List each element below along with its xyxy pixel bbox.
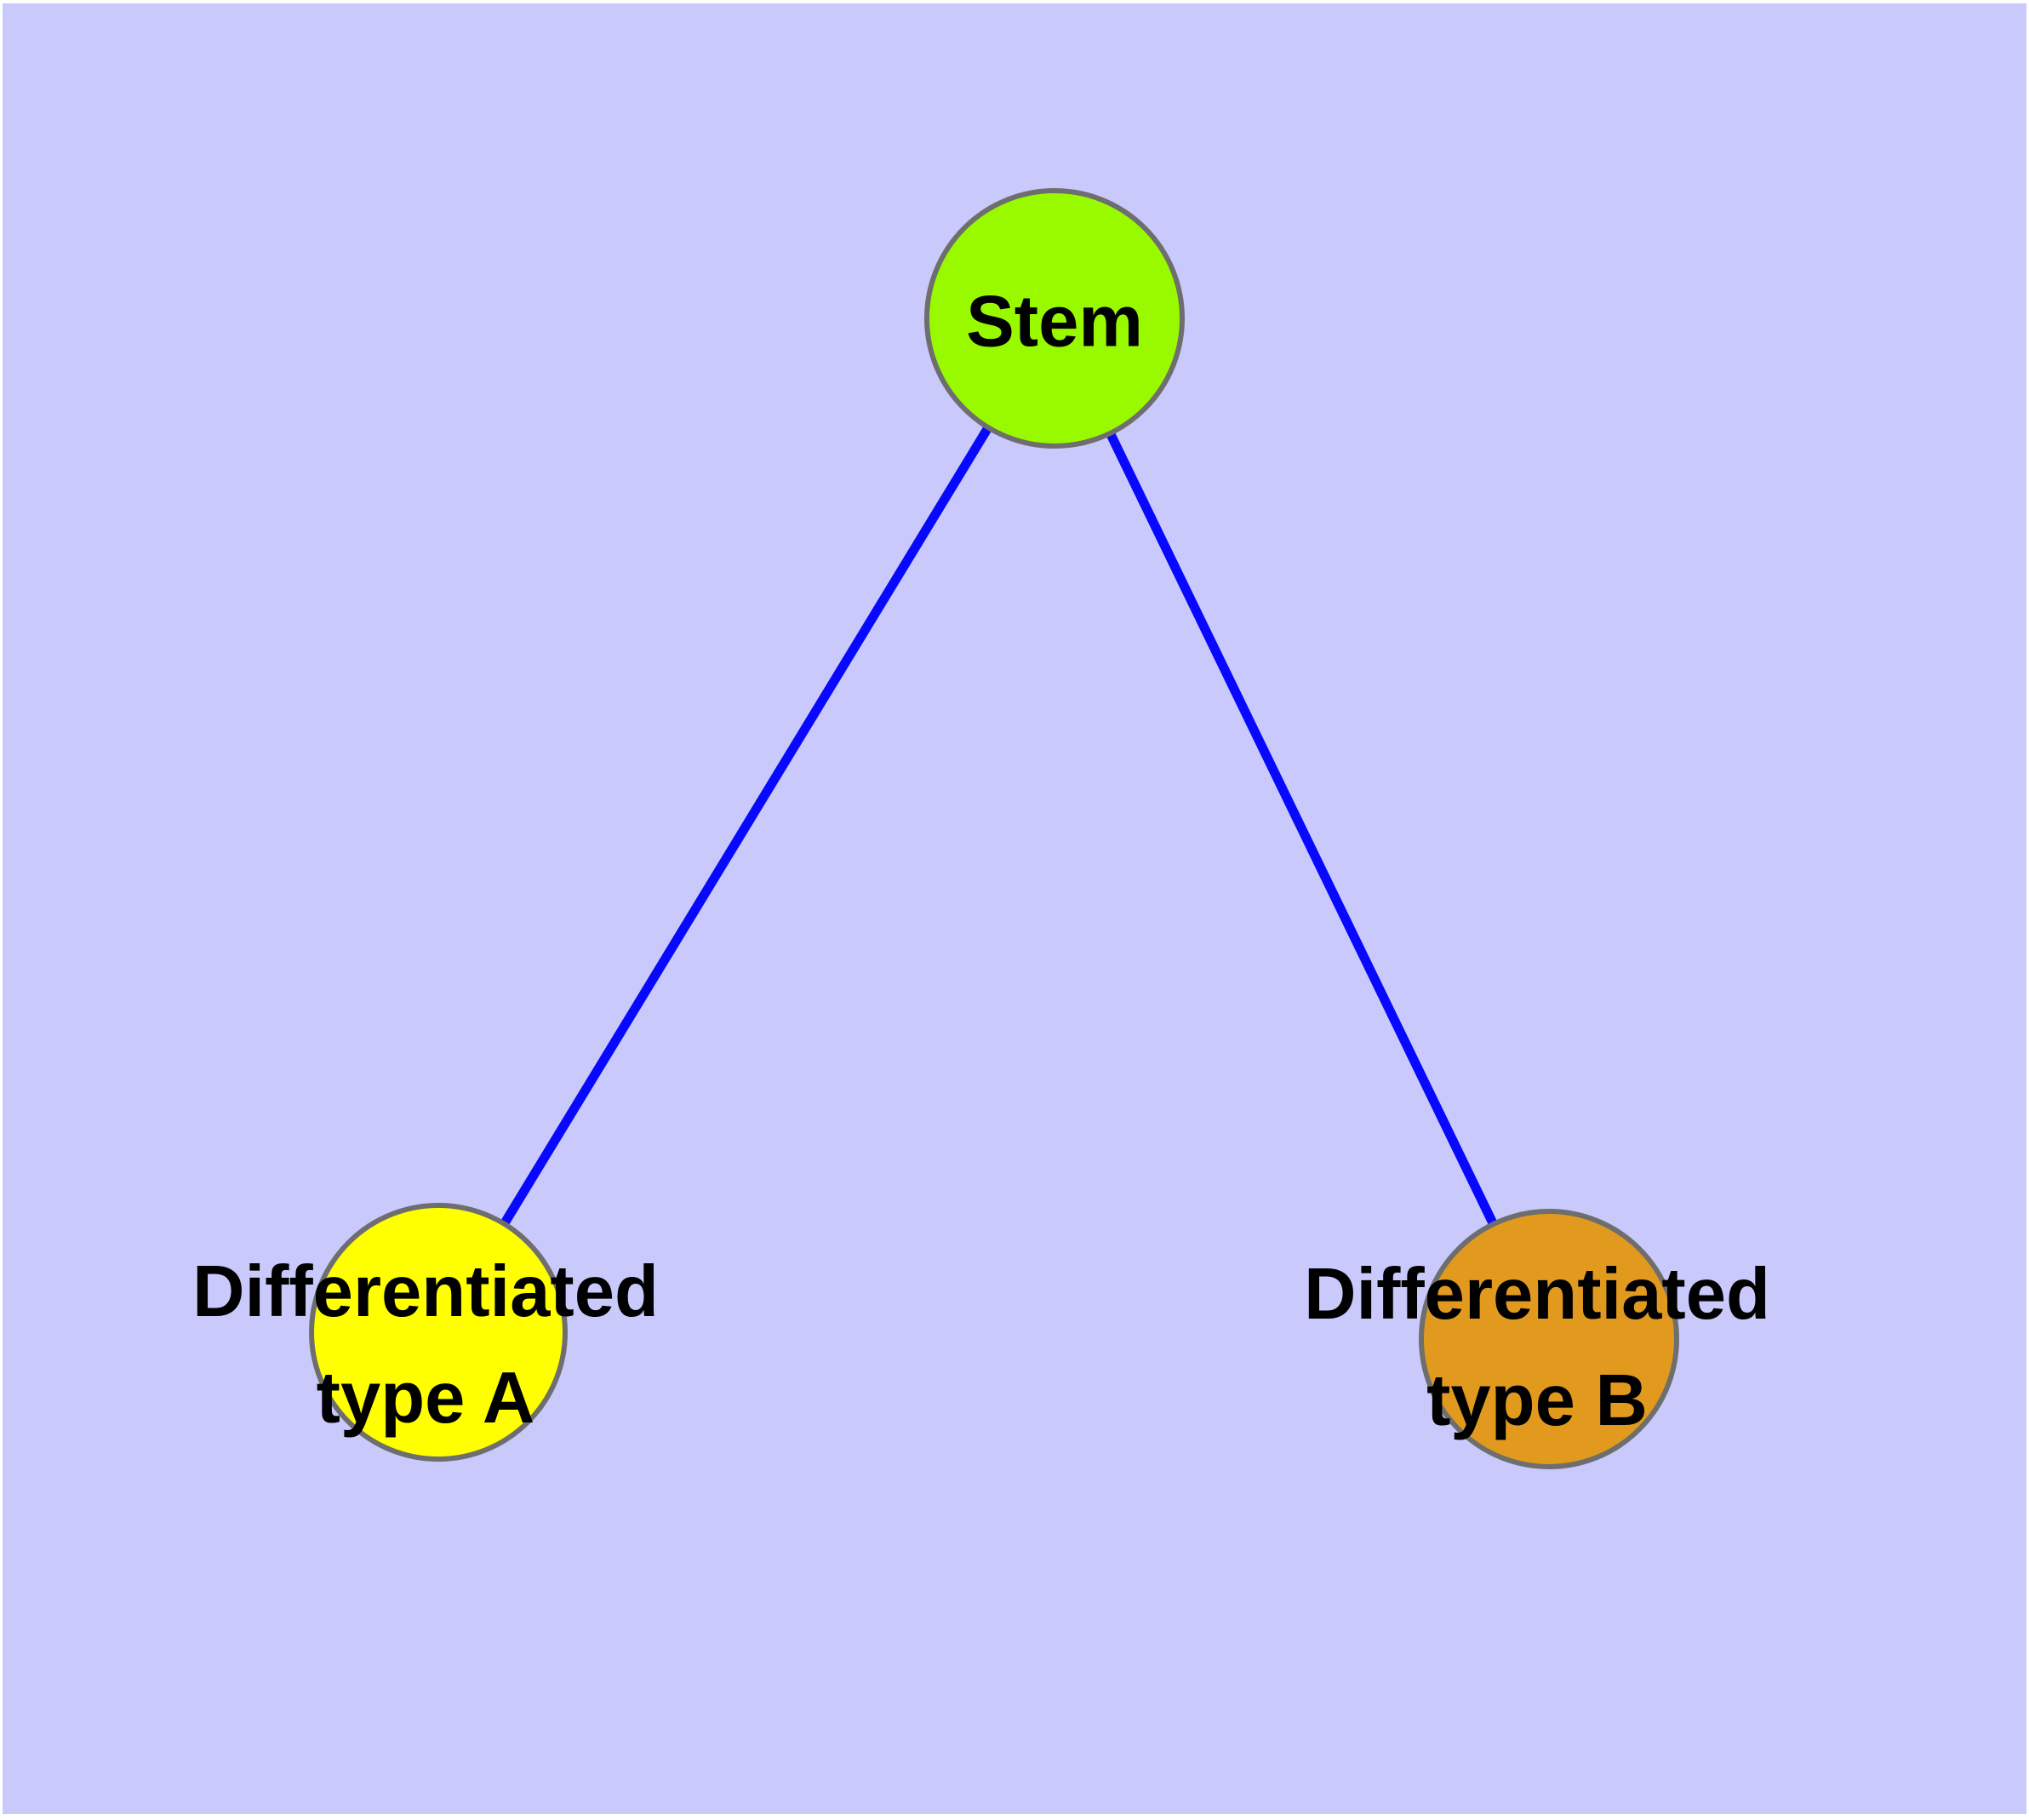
- edge-stem-to-type-b: [1050, 316, 1553, 1342]
- node-type-a-label: Differentiated type A: [192, 1239, 659, 1451]
- node-differentiated-type-a: [309, 1203, 568, 1462]
- node-stem: [924, 188, 1185, 449]
- node-differentiated-type-b: [1419, 1209, 1679, 1469]
- node-label-line: type A: [316, 1358, 535, 1439]
- node-label-line: Stem: [966, 281, 1143, 363]
- plot-background: [3, 3, 2026, 1814]
- node-label-line: type B: [1426, 1360, 1648, 1441]
- edge-stem-to-type-a: [434, 316, 1059, 1335]
- node-label-line: Differentiated: [1304, 1254, 1770, 1335]
- node-type-b-label: Differentiated type B: [1304, 1241, 1770, 1454]
- node-label-line: Differentiated: [192, 1251, 659, 1332]
- graph-layer: [309, 188, 1679, 1469]
- node-stem-label: Stem: [966, 269, 1143, 375]
